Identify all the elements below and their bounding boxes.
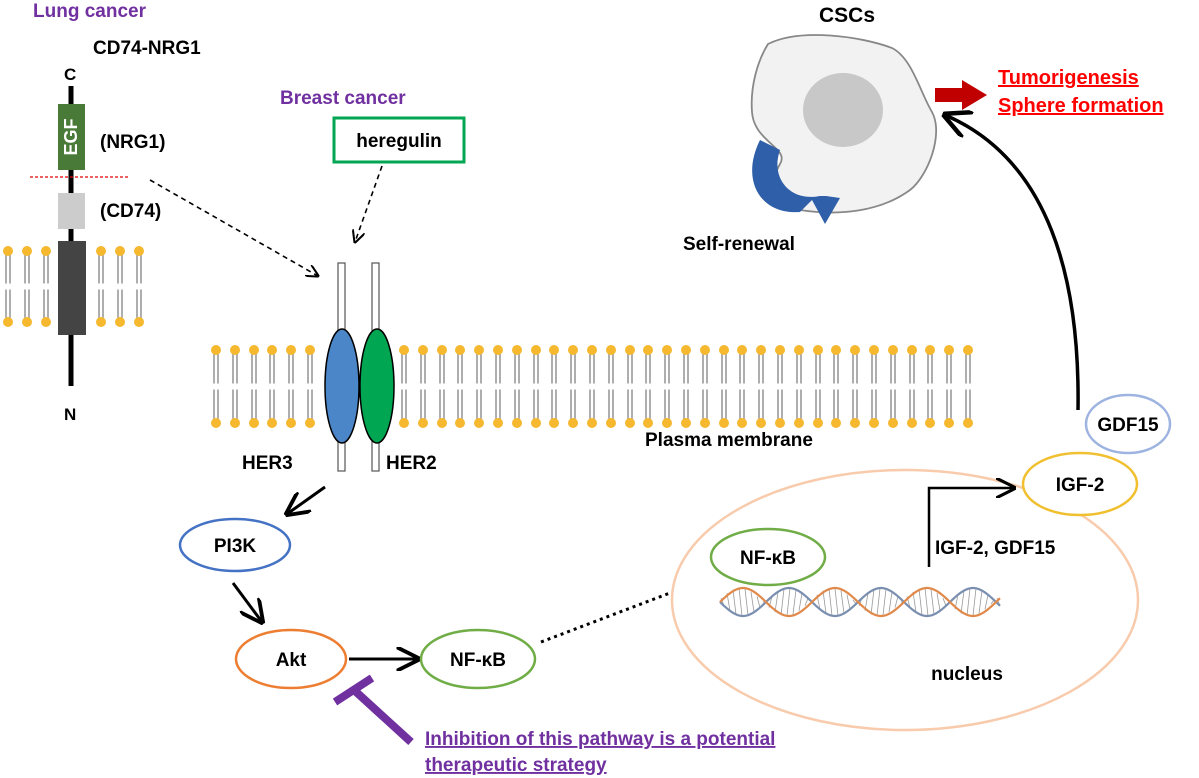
target-genes-label: IGF-2, GDF15 — [935, 538, 1056, 559]
pi3k-node — [178, 517, 292, 573]
lipid — [531, 345, 541, 428]
nrg1-binding-arrow — [149, 179, 318, 276]
lipid — [512, 345, 522, 428]
lipid — [249, 345, 259, 428]
outcome-arrow — [935, 80, 987, 110]
lipid — [305, 345, 315, 428]
lipid — [850, 345, 860, 428]
lipid — [925, 345, 935, 428]
cd74-label: (CD74) — [100, 201, 161, 222]
igf2-label: IGF-2 — [1056, 475, 1105, 496]
lipid — [625, 345, 635, 428]
lipid — [775, 345, 785, 428]
her2-label: HER2 — [386, 453, 437, 474]
nrg1-label: (NRG1) — [100, 132, 165, 153]
pi3k-label: PI3K — [214, 536, 257, 557]
igf2-node — [1021, 451, 1139, 517]
inhibition-note-line2: therapeutic strategy — [425, 755, 607, 776]
lipid — [907, 345, 917, 428]
nfkb-nucleus-node — [709, 527, 827, 587]
lipid — [737, 345, 747, 428]
csc-title: CSCs — [819, 4, 875, 27]
lipid — [549, 345, 559, 428]
plasma-membrane — [211, 345, 973, 428]
lipid — [399, 345, 409, 428]
lipid — [568, 345, 578, 428]
lipid — [96, 246, 106, 327]
inhibition-bar — [332, 674, 375, 706]
akt-node — [234, 628, 348, 690]
her3-label: HER3 — [242, 453, 293, 474]
nfkb-nucleus-label: NF-κB — [740, 548, 796, 569]
lipid — [794, 345, 804, 428]
lipid — [418, 345, 428, 428]
nfkb-cytoplasm-label: NF-κB — [450, 650, 506, 671]
lipid — [267, 345, 277, 428]
lipid — [756, 345, 766, 428]
dna-helix — [719, 586, 1001, 618]
lipid — [888, 345, 898, 428]
egf-domain — [58, 104, 85, 170]
cd74-domain — [58, 193, 85, 229]
nfkb-translocation-arrow — [540, 577, 712, 644]
lipid — [211, 345, 221, 428]
lipid — [700, 345, 710, 428]
lipid — [606, 345, 616, 428]
nfkb-cytoplasm-node — [419, 628, 537, 690]
inhibition-note-line1: Inhibition of this pathway is a potentia… — [425, 729, 775, 750]
heregulin-box — [332, 116, 466, 164]
plasma-membrane-label: Plasma membrane — [645, 430, 813, 451]
lipid — [22, 246, 32, 327]
lipid — [643, 345, 653, 428]
lung-cancer-label: Lung cancer — [33, 1, 147, 22]
lipid — [681, 345, 691, 428]
gdf15-node — [1084, 393, 1172, 455]
heregulin-label: heregulin — [356, 131, 442, 152]
lipid — [493, 345, 503, 428]
gdf15-label: GDF15 — [1097, 415, 1159, 436]
pi3k-to-akt-arrow — [231, 582, 262, 622]
lipid — [587, 345, 597, 428]
lipid — [662, 345, 672, 428]
self-renewal-label: Self-renewal — [683, 234, 795, 255]
transmembrane-domain — [58, 241, 86, 335]
csc-nucleus — [803, 73, 883, 147]
secretion-to-csc-arrow — [945, 115, 1080, 411]
lipid — [3, 246, 13, 327]
lipid — [115, 246, 125, 327]
lipid — [869, 345, 879, 428]
lipid — [230, 345, 240, 428]
lipid — [944, 345, 954, 428]
outcome-tumorigenesis: Tumorigenesis — [998, 67, 1139, 89]
self-renewal-arrow — [752, 140, 840, 224]
her2-receptor — [359, 328, 395, 444]
lipid — [813, 345, 823, 428]
lipid-bilayer-left — [3, 246, 144, 327]
breast-cancer-label: Breast cancer — [280, 88, 406, 109]
her-to-pi3k-arrow — [287, 485, 326, 514]
nucleus-label: nucleus — [931, 664, 1003, 685]
lipid — [286, 345, 296, 428]
lipid — [134, 246, 144, 327]
c-terminus-label: C — [64, 65, 76, 84]
her3-receptor — [324, 328, 360, 444]
outcome-sphere-formation: Sphere formation — [998, 95, 1164, 117]
inhibition-stem — [351, 687, 414, 745]
lipid — [719, 345, 729, 428]
akt-label: Akt — [276, 650, 307, 671]
egf-domain-label: EGF — [61, 118, 81, 155]
fusion-name: CD74-NRG1 — [93, 38, 201, 59]
lipid — [41, 246, 51, 327]
lipid — [831, 345, 841, 428]
lipid — [437, 345, 447, 428]
lipid — [963, 345, 973, 428]
n-terminus-label: N — [64, 405, 76, 424]
gene-expression-arrow — [927, 488, 1014, 567]
heregulin-binding-arrow — [355, 165, 383, 242]
lipid — [455, 345, 465, 428]
lipid — [474, 345, 484, 428]
